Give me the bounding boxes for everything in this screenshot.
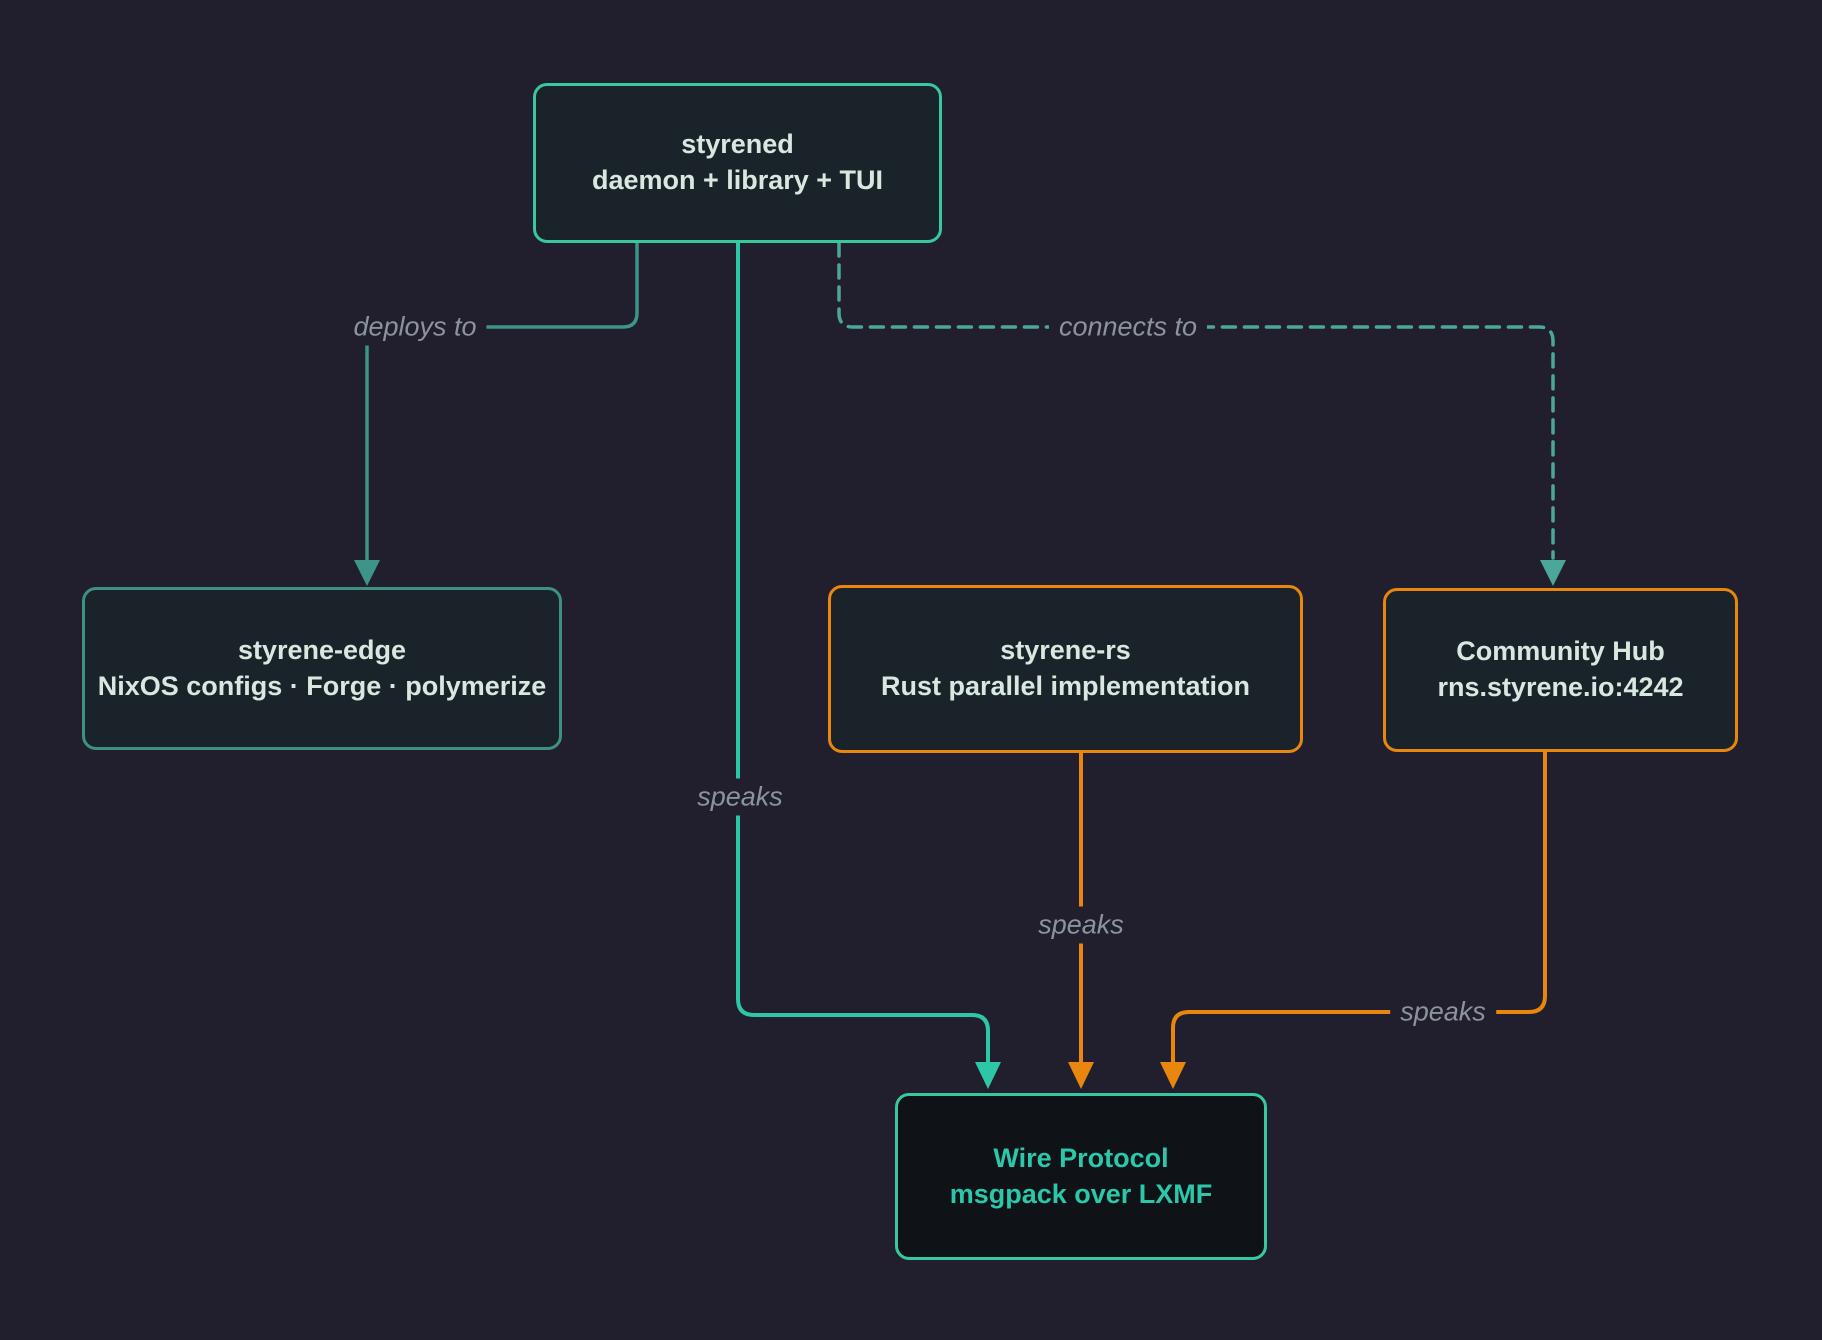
node-styrene-rs: styrene-rs Rust parallel implementation [828, 585, 1303, 753]
node-styrened-subtitle: daemon + library + TUI [591, 165, 884, 195]
arrowhead-speaks-daemon [975, 1062, 1001, 1089]
edge-label-speaks-hub: speaks [1390, 993, 1496, 1031]
node-community-hub: Community Hub rns.styrene.io:4242 [1383, 588, 1738, 752]
arrowhead-connects-to [1540, 560, 1566, 586]
node-styrene-edge-title: styrene-edge [237, 634, 407, 665]
edge-connects-to [837, 241, 1555, 560]
node-wire-protocol-subtitle: msgpack over LXMF [949, 1178, 1213, 1209]
edge-speaks-hub [1171, 750, 1547, 1064]
node-community-hub-title: Community Hub [1456, 636, 1665, 667]
node-styrened-title: styrened [681, 129, 794, 160]
edge-deploys-to [365, 241, 639, 562]
arrowhead-speaks-hub [1160, 1062, 1186, 1089]
edge-label-speaks-rs: speaks [1028, 906, 1134, 944]
node-styrene-edge-subtitle: NixOS configs · Forge · polymerize [97, 670, 547, 701]
edge-label-deploys-to: deploys to [343, 308, 487, 346]
node-styrene-rs-title: styrene-rs [1000, 635, 1131, 666]
node-styrene-rs-subtitle: Rust parallel implementation [880, 671, 1251, 701]
node-community-hub-subtitle: rns.styrene.io:4242 [1437, 672, 1684, 702]
node-wire-protocol-title: Wire Protocol [993, 1142, 1169, 1173]
edge-label-speaks-daemon: speaks [687, 778, 793, 816]
arrowhead-deploys-to [354, 560, 380, 586]
node-styrene-edge: styrene-edge NixOS configs · Forge · pol… [82, 587, 562, 750]
edge-speaks-daemon [736, 241, 990, 1064]
node-styrened: styrened daemon + library + TUI [533, 83, 942, 243]
node-wire-protocol: Wire Protocol msgpack over LXMF [895, 1093, 1267, 1260]
edge-label-connects-to: connects to [1048, 308, 1208, 346]
arrowhead-speaks-rs [1068, 1062, 1094, 1089]
